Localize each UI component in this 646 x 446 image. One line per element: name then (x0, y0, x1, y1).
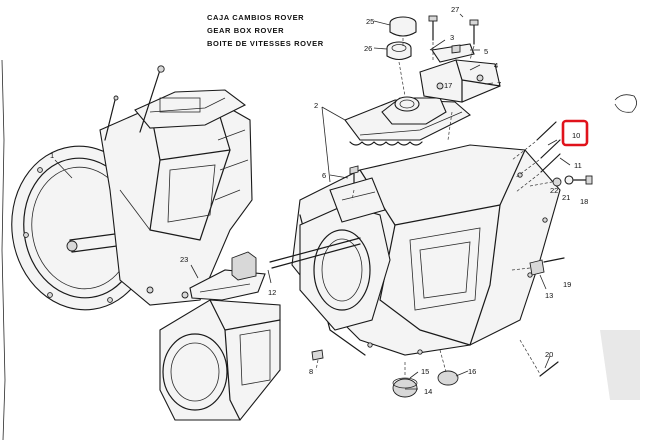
callout-22: 22 (550, 186, 558, 195)
callout-18: 18 (580, 197, 588, 206)
callout-leaders (54, 13, 571, 390)
callout-20: 20 (545, 350, 553, 359)
callout-19: 19 (563, 280, 571, 289)
callout-10: 10 (572, 131, 580, 140)
exploded-main-case (269, 144, 565, 398)
scan-border-artifacts (1, 59, 640, 441)
callout-21: 21 (562, 193, 570, 202)
callout-25: 25 (366, 17, 374, 26)
assembled-gearbox-illustration (11, 65, 253, 311)
callout-23: 23 (180, 255, 188, 264)
callout-3: 3 (450, 33, 454, 42)
callout-4: 4 (494, 61, 498, 70)
callout-16: 16 (468, 367, 476, 376)
callout-1: 1 (50, 151, 54, 160)
callout-26: 26 (364, 44, 372, 53)
shift-housing-assembly (159, 251, 281, 421)
callout-13: 13 (545, 291, 553, 300)
callout-7: 7 (497, 80, 501, 89)
callout-2: 2 (314, 101, 318, 110)
callout-12: 12 (268, 288, 276, 297)
top-cover-stack (344, 15, 501, 146)
callout-8: 8 (309, 367, 313, 376)
callout-27: 27 (451, 5, 459, 14)
callout-labels: 1 2 3 4 5 6 7 8 10 11 12 13 14 15 16 17 … (50, 5, 588, 396)
diagram-title-spanish: CAJA CAMBIOS ROVER (207, 13, 305, 22)
diagram-title-french: BOITE DE VITESSES ROVER (207, 39, 324, 48)
callout-6: 6 (322, 171, 326, 180)
callout-5: 5 (484, 47, 488, 56)
callout-15: 15 (421, 367, 429, 376)
callout-17: 17 (444, 81, 452, 90)
highlight-box-part-10 (561, 119, 589, 147)
diagram-title-english: GEAR BOX ROVER (207, 26, 285, 35)
callout-14: 14 (424, 387, 432, 396)
studs-and-washers (511, 121, 593, 193)
callout-11: 11 (574, 161, 582, 170)
bolt-6-assembly (329, 165, 386, 223)
